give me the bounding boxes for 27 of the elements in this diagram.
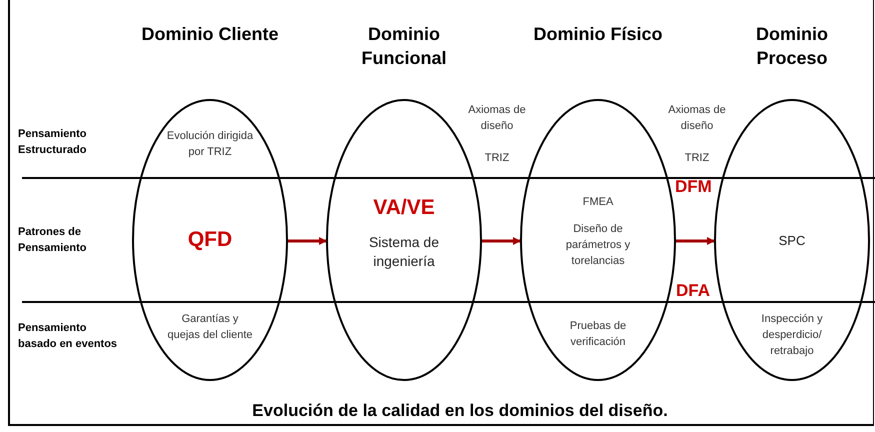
row-label: Patrones de Pensamiento [18,225,88,256]
method-text: SPC [778,232,806,250]
domain-heading: Dominio Físico [532,23,664,46]
method-text: Sistema de ingeniería [368,233,440,271]
method-text: TRIZ [484,151,510,166]
method-name: DFM [675,176,713,198]
domain-heading: Dominio Cliente [140,23,280,46]
domain-heading: Dominio Proceso [755,23,829,70]
row-label: Pensamiento basado en eventos [18,321,118,352]
method-text: Pruebas de verificación [568,319,628,350]
arrow [288,237,327,245]
method-text: TRIZ [684,151,710,166]
row-label: Pensamiento Estructurado [18,127,88,158]
method-text: Diseño de parámetros y torelancias [564,222,632,269]
method-name: VA/VE [372,196,436,220]
method-text: Inspección y desperdicio/ retrabajo [760,312,824,359]
method-name: QFD [186,228,234,252]
caption: Evolución de la calidad en los dominios del diseño. [251,400,669,422]
arrow [482,237,521,245]
arrow [676,237,715,245]
method-text: FMEA [582,195,614,210]
domain-heading: Dominio Funcional [360,23,448,70]
method-name: DFA [676,280,711,302]
method-text: Garantías y quejas del cliente [166,312,254,343]
method-text: Axiomas de diseño [467,103,527,134]
method-text: Axiomas de diseño [667,103,727,134]
method-text: Evolución dirigida por TRIZ [166,129,254,160]
